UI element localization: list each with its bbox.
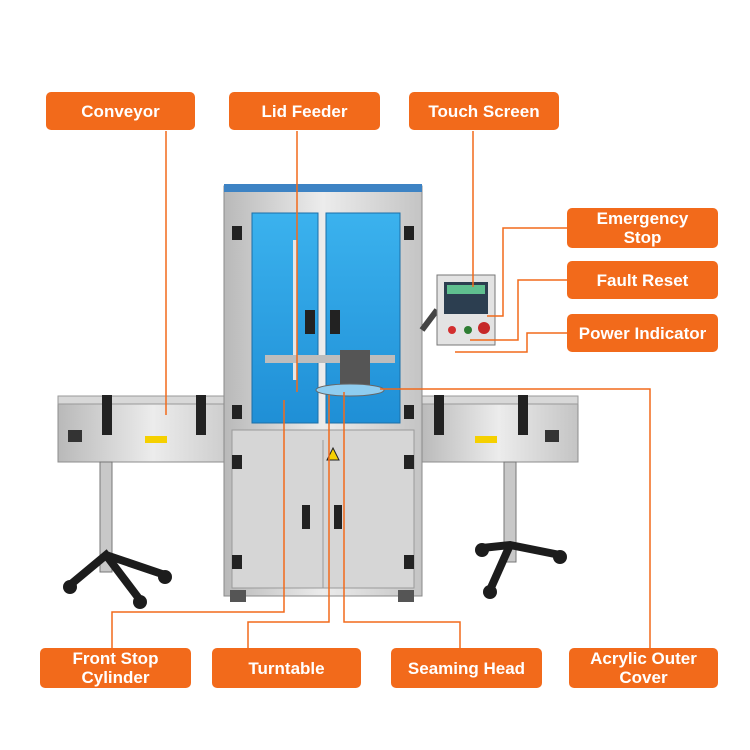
label-seaming-head: Seaming Head: [391, 648, 542, 688]
label-front-stop-cylinder: Front Stop Cylinder: [40, 648, 191, 688]
label-power-indicator: Power Indicator: [567, 314, 718, 352]
label-lid-feeder: Lid Feeder: [229, 92, 380, 130]
conveyor-right: [419, 395, 579, 599]
label-touch-screen: Touch Screen: [409, 92, 559, 130]
label-emergency-stop: Emergency Stop: [567, 208, 718, 248]
control-panel: [419, 274, 496, 346]
leader-lines: [111, 131, 651, 648]
label-acrylic-outer-cover: Acrylic Outer Cover: [569, 648, 718, 688]
label-fault-reset: Fault Reset: [567, 261, 718, 299]
label-turntable: Turntable: [212, 648, 361, 688]
main-cabinet: [223, 184, 423, 602]
conveyor-left: [57, 395, 249, 609]
label-conveyor: Conveyor: [46, 92, 195, 130]
